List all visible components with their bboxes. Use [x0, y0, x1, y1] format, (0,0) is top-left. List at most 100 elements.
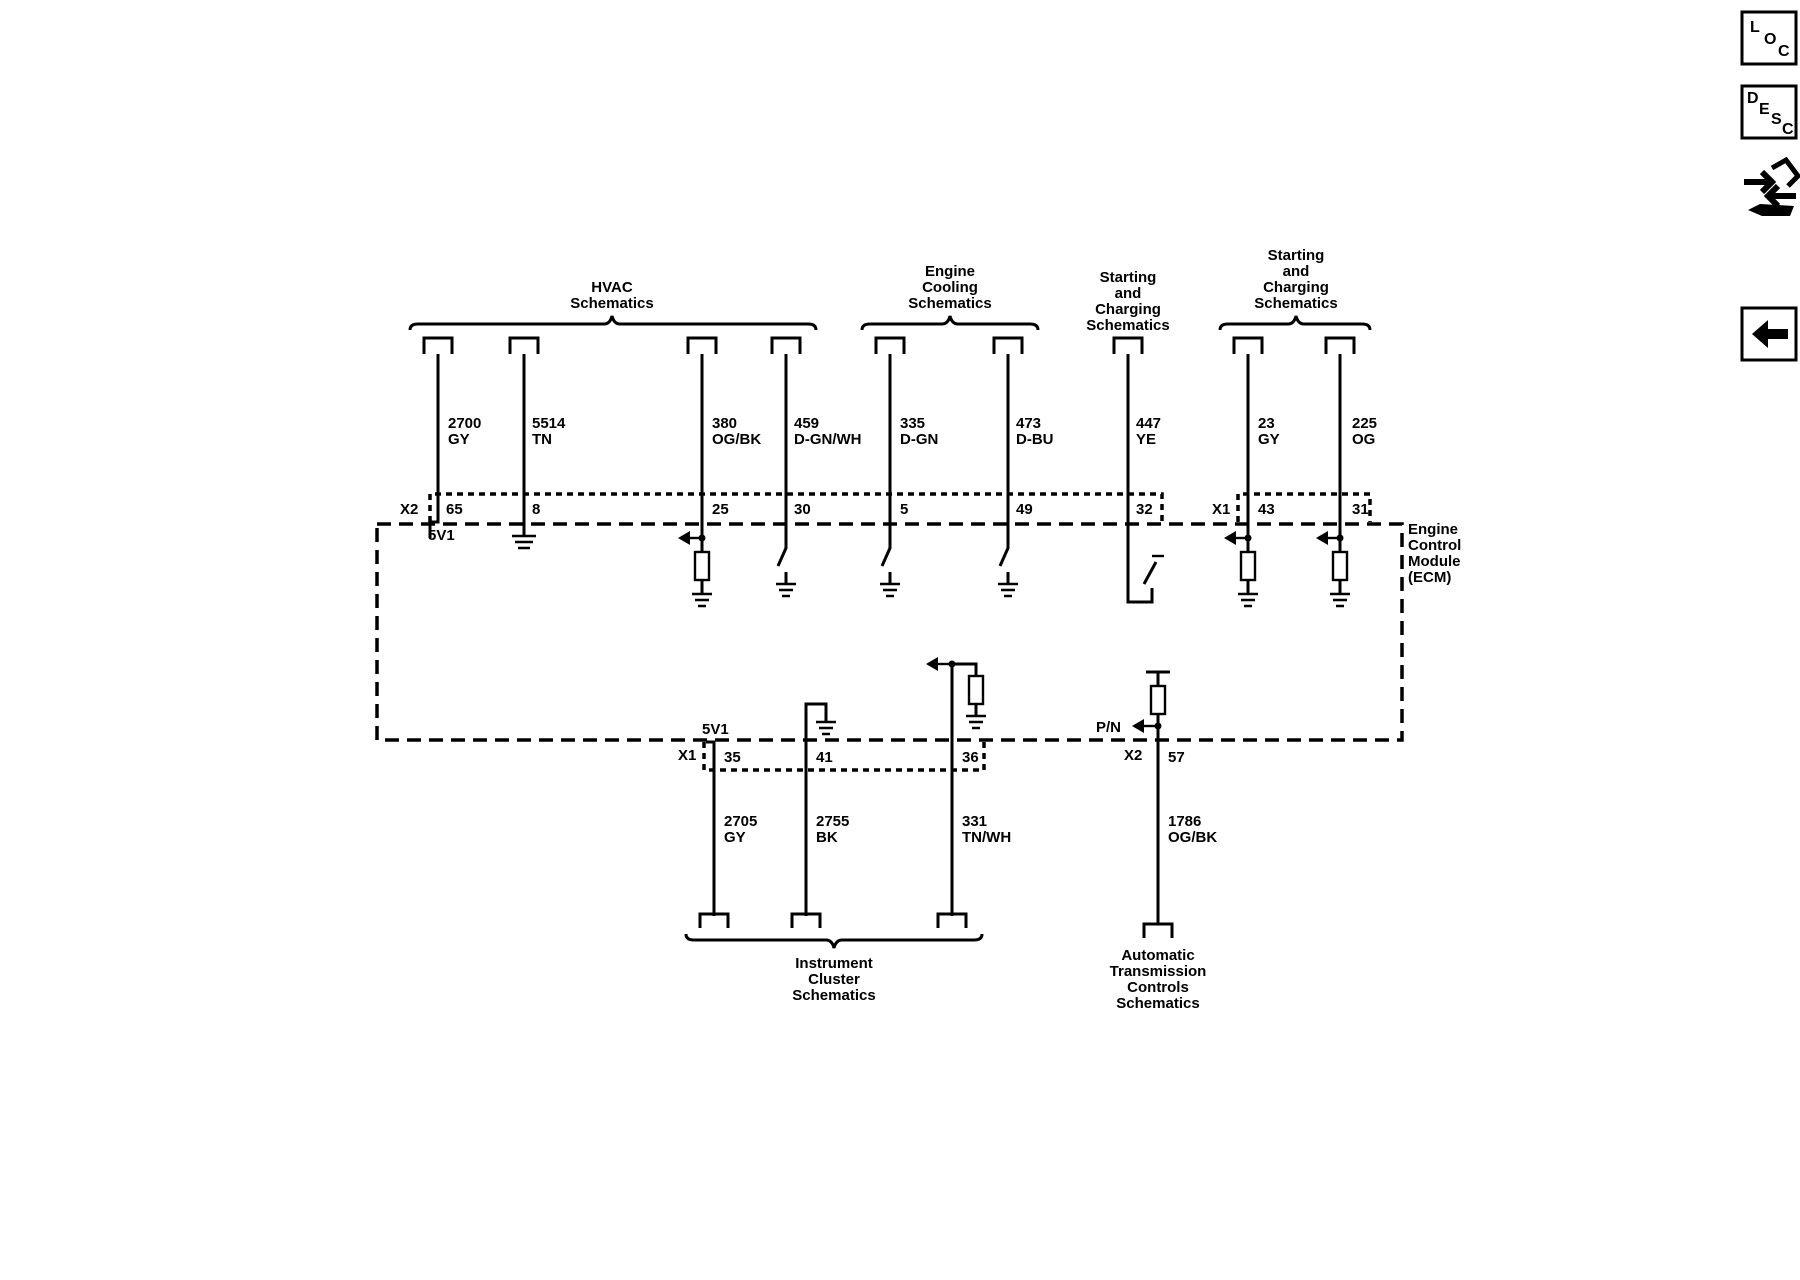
- wire-circuit: 1786: [1168, 813, 1201, 830]
- wire-2755[interactable]: 41 2755 BK: [804, 702, 849, 916]
- wire-circuit: 2755: [816, 813, 849, 830]
- wire-color: D-GN/WH: [794, 431, 862, 448]
- instrument-cluster-group[interactable]: Instrument Cluster Schematics: [684, 933, 984, 1004]
- pin-number: 5: [900, 501, 908, 518]
- wire-447[interactable]: 447 YE 32: [1126, 354, 1164, 604]
- starting2-title-2: and: [1283, 263, 1310, 280]
- wire-color: GY: [724, 829, 746, 846]
- connector-x2-bottom: X2: [1124, 747, 1142, 764]
- back-button[interactable]: [1740, 306, 1798, 362]
- wire-circuit: 225: [1352, 415, 1377, 432]
- wire-color: TN/WH: [962, 829, 1011, 846]
- loc-letter-3: C: [1778, 43, 1790, 60]
- x1-top-connector-shell: [1236, 492, 1372, 522]
- trans-title-1: Automatic: [1121, 947, 1194, 964]
- wire-color: YE: [1136, 431, 1156, 448]
- desc-letter-2: E: [1759, 101, 1770, 118]
- wire-color: BK: [816, 829, 838, 846]
- wire-circuit: 23: [1258, 415, 1275, 432]
- pin-number: 43: [1258, 501, 1275, 518]
- wire-459[interactable]: 459 D-GN/WH 30: [776, 354, 862, 598]
- loc-letter-2: O: [1764, 31, 1776, 48]
- wire-circuit: 331: [962, 813, 987, 830]
- hvac-title-1: HVAC: [591, 279, 633, 296]
- bottom-terminals: [698, 912, 1174, 938]
- arrow-left-icon: [1752, 320, 1788, 348]
- pin-number: 49: [1016, 501, 1033, 518]
- loc-letter-1: L: [1750, 19, 1760, 36]
- wire-380[interactable]: 380 OG/BK 25: [678, 354, 761, 608]
- wire-2700[interactable]: 2700 GY 65 5V1: [428, 354, 481, 544]
- wire-5514[interactable]: 5514 TN 8: [512, 354, 566, 550]
- desc-letter-1: D: [1747, 90, 1759, 107]
- cooling-title-1: Engine: [925, 263, 975, 280]
- wire-circuit: 2700: [448, 415, 481, 432]
- cluster-title-3: Schematics: [792, 987, 875, 1004]
- ref-voltage-label: 5V1: [702, 721, 729, 738]
- pin-number: 57: [1168, 749, 1185, 766]
- wire-color: TN: [532, 431, 552, 448]
- transmission-group[interactable]: Automatic Transmission Controls Schemati…: [1110, 947, 1207, 1012]
- desc-button[interactable]: D E S C: [1740, 84, 1798, 140]
- wire-color: D-BU: [1016, 431, 1054, 448]
- wire-1786[interactable]: P/N 57 1786 OG/BK: [1096, 670, 1217, 924]
- hvac-title-2: Schematics: [570, 295, 653, 312]
- wire-335[interactable]: 335 D-GN 5: [880, 354, 938, 598]
- desc-letter-3: S: [1771, 111, 1782, 128]
- wire-color: GY: [1258, 431, 1280, 448]
- cluster-title-2: Cluster: [808, 971, 860, 988]
- hvac-group[interactable]: HVAC Schematics: [408, 279, 818, 331]
- ecm-label-3: Module: [1408, 553, 1461, 570]
- pin-number: 31: [1352, 501, 1369, 518]
- trans-title-4: Schematics: [1116, 995, 1199, 1012]
- pin-number: 30: [794, 501, 811, 518]
- wire-circuit: 380: [712, 415, 737, 432]
- x1-bottom-connector-shell: [702, 742, 986, 772]
- wire-circuit: 459: [794, 415, 819, 432]
- pin-number: 65: [446, 501, 463, 518]
- connector-tool-icon[interactable]: [1744, 156, 1800, 216]
- pin-number: 36: [962, 749, 979, 766]
- wire-23[interactable]: 23 GY 43: [1224, 354, 1280, 608]
- top-terminals: [422, 336, 1356, 354]
- cooling-title-3: Schematics: [908, 295, 991, 312]
- pin-number: 25: [712, 501, 729, 518]
- loc-button[interactable]: L O C: [1740, 10, 1798, 66]
- cooling-group[interactable]: Engine Cooling Schematics: [860, 263, 1040, 331]
- starting1-title-2: and: [1115, 285, 1142, 302]
- starting-charging-group-1[interactable]: Starting and Charging Schematics: [1086, 269, 1169, 334]
- wire-circuit: 473: [1016, 415, 1041, 432]
- wire-473[interactable]: 473 D-BU 49: [998, 354, 1054, 598]
- connector-x1-top: X1: [1212, 501, 1230, 518]
- wire-color: D-GN: [900, 431, 938, 448]
- wire-color: OG/BK: [1168, 829, 1217, 846]
- cluster-title-1: Instrument: [795, 955, 873, 972]
- ecm-label-1: Engine: [1408, 521, 1458, 538]
- pin-number: 35: [724, 749, 741, 766]
- ecm-label-2: Control: [1408, 537, 1461, 554]
- wire-225[interactable]: 225 OG 31: [1316, 354, 1377, 608]
- starting1-title-3: Charging: [1095, 301, 1161, 318]
- trans-title-3: Controls: [1127, 979, 1189, 996]
- ecm-label-4: (ECM): [1408, 569, 1451, 586]
- ecm-boundary: [375, 522, 1404, 742]
- ref-voltage-label: 5V1: [428, 527, 455, 544]
- starting-charging-group-2[interactable]: Starting and Charging Schematics: [1218, 247, 1372, 331]
- x2-top-connector-shell: [428, 492, 1164, 522]
- trans-title-2: Transmission: [1110, 963, 1207, 980]
- wire-color: OG: [1352, 431, 1375, 448]
- wire-color: OG/BK: [712, 431, 761, 448]
- wire-color: GY: [448, 431, 470, 448]
- wire-circuit: 5514: [532, 415, 566, 432]
- wire-circuit: 447: [1136, 415, 1161, 432]
- connector-x1-bottom: X1: [678, 747, 696, 764]
- wire-2705[interactable]: 5V1 35 2705 GY: [702, 721, 757, 916]
- desc-letter-4: C: [1782, 121, 1794, 138]
- wire-331[interactable]: 36 331 TN/WH: [926, 657, 1011, 916]
- starting2-title-4: Schematics: [1254, 295, 1337, 312]
- cooling-title-2: Cooling: [922, 279, 978, 296]
- starting1-title-1: Starting: [1100, 269, 1157, 286]
- pn-label: P/N: [1096, 719, 1121, 736]
- pin-number: 41: [816, 749, 833, 766]
